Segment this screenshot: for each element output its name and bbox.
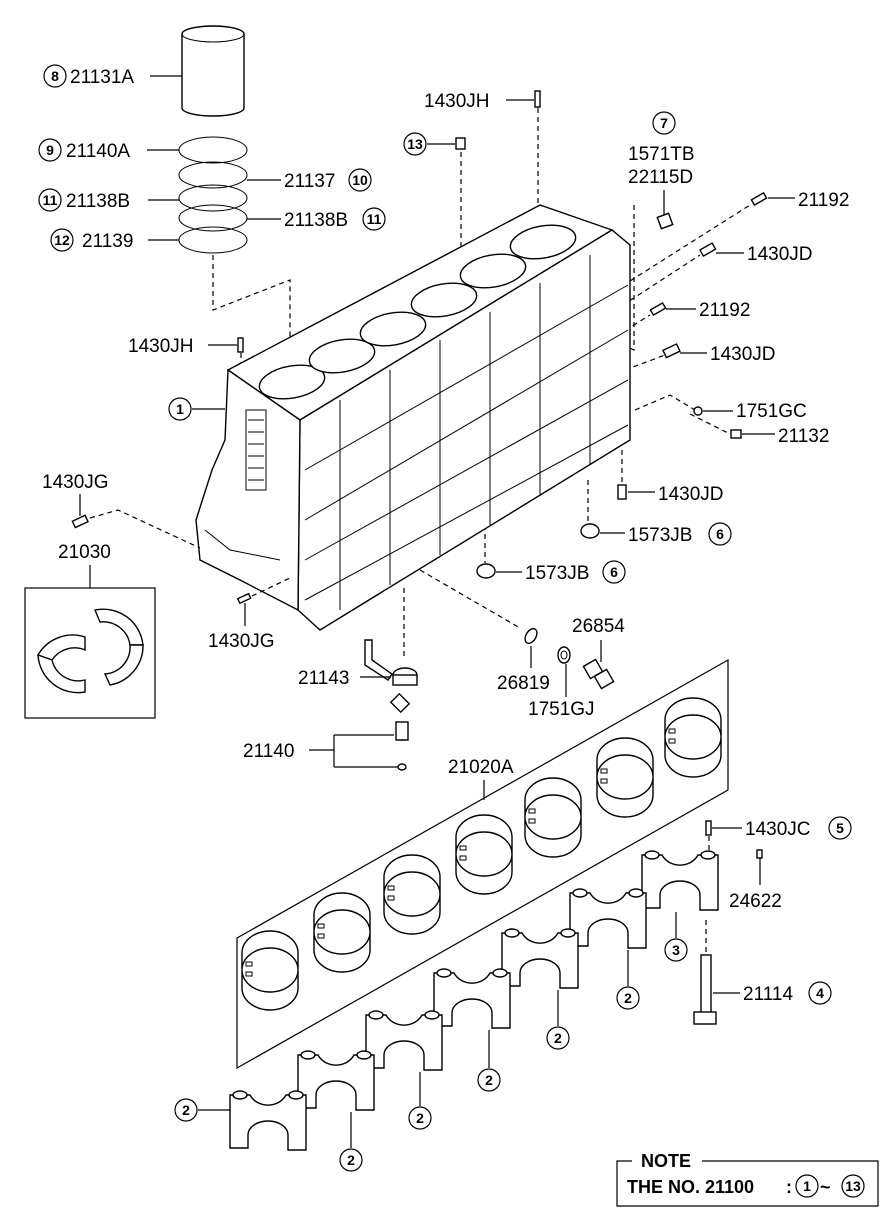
ref-10: 10 (352, 172, 368, 188)
label-1430JG-bottom: 1430JG (208, 631, 275, 652)
label-21140A: 21140A (66, 141, 130, 162)
ref-11-left: 11 (43, 192, 58, 208)
label-21140: 21140 (243, 741, 294, 762)
ref-1: 1 (176, 401, 184, 417)
ref-7: 7 (660, 115, 668, 131)
label-1430JH-top: 1430JH (424, 91, 490, 112)
ref-11-right: 11 (367, 211, 382, 227)
ref-8-circle (43, 64, 67, 88)
label-21114: 21114 (743, 984, 793, 1005)
label-21132: 21132 (778, 426, 829, 447)
label-1573JB-b: 1573JB (525, 563, 589, 584)
piston-rings (178, 136, 248, 254)
main-bearing-shells (241, 697, 722, 1011)
note-text: THE NO. 21100 (627, 1177, 754, 1197)
note-box: NOTE THE NO. 21100 : 1 ~ 13 (616, 1151, 879, 1207)
ref-2-a: 2 (624, 990, 632, 1006)
label-21139: 21139 (82, 231, 133, 252)
label-1430JH-left: 1430JH (128, 336, 194, 357)
ref-4: 4 (816, 985, 824, 1001)
label-21030: 21030 (58, 542, 111, 563)
label-26819: 26819 (497, 673, 550, 694)
ref-2-b: 2 (554, 1030, 562, 1046)
ref-2-d: 2 (416, 1110, 424, 1126)
label-21192-b: 21192 (699, 300, 750, 321)
label-1430JD-b: 1430JD (710, 344, 776, 365)
label-21192-a: 21192 (798, 190, 849, 211)
label-21020A: 21020A (448, 757, 514, 778)
ref-12: 12 (54, 232, 70, 248)
label-1430JD-c: 1430JD (658, 484, 724, 505)
label-1751GJ: 1751GJ (528, 699, 595, 720)
drain-plug-26854 (582, 658, 615, 690)
label-1430JD-a: 1430JD (747, 244, 813, 265)
label-1571TB: 1571TB (628, 144, 695, 165)
ref-5: 5 (836, 820, 844, 836)
ref-8: 8 (51, 68, 59, 84)
bearing-caps (229, 850, 719, 1151)
label-21138B-left: 21138B (66, 191, 130, 212)
label-26854: 26854 (572, 616, 625, 637)
label-1751GC: 1751GC (736, 401, 807, 422)
note-title: NOTE (641, 1151, 691, 1171)
label-1430JG-top: 1430JG (42, 472, 109, 493)
thrust-washer-box (24, 587, 156, 719)
ref-2-c: 2 (485, 1072, 493, 1088)
label-1573JB-a: 1573JB (628, 525, 692, 546)
ref-6-a: 6 (716, 526, 724, 542)
ref-9: 9 (46, 142, 54, 158)
cylinder-block-21100 (195, 204, 631, 631)
label-24622: 24622 (729, 891, 782, 912)
ref-13: 13 (407, 136, 423, 152)
label-21137: 21137 (284, 171, 335, 192)
label-22115D: 22115D (628, 167, 693, 188)
note-tilde: ~ (820, 1177, 831, 1197)
ref-3: 3 (672, 942, 680, 958)
note-to: 13 (845, 1178, 861, 1194)
label-21143: 21143 (298, 668, 349, 689)
label-1430JC: 1430JC (745, 819, 811, 840)
main-bearing-panel (236, 658, 729, 1070)
cylinder-liner-21131A (181, 25, 245, 117)
note-from: 1 (803, 1178, 811, 1194)
ref-2-f: 2 (182, 1102, 190, 1118)
main-bearing-bolt-21114 (693, 954, 717, 1025)
label-21131A: 21131A (70, 67, 134, 88)
label-21138B-right: 21138B (284, 210, 348, 231)
ref-2-e: 2 (347, 1152, 355, 1168)
note-colon: : (786, 1177, 792, 1197)
ref-6-b: 6 (610, 564, 618, 580)
